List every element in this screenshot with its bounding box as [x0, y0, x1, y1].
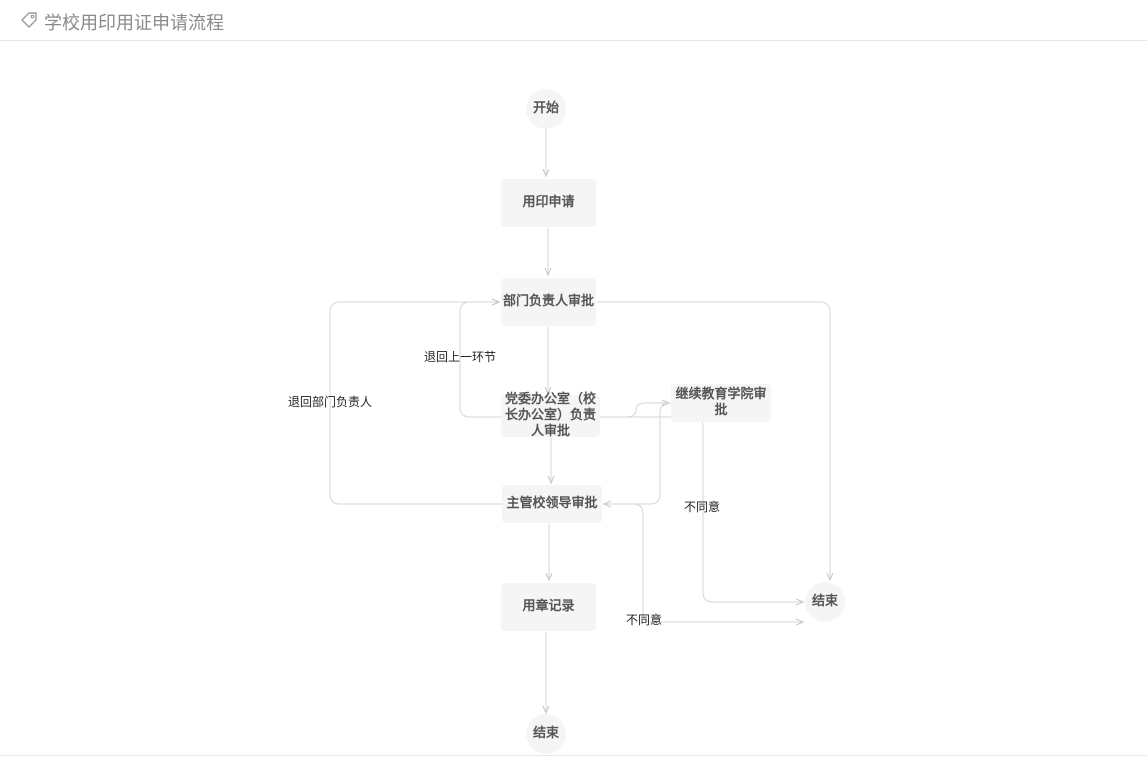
- node-apply[interactable]: 用印申请: [501, 179, 596, 227]
- node-end-bottom[interactable]: 结束: [526, 714, 566, 754]
- edge-continuing-to-leader: [604, 402, 671, 504]
- edge-leader-disagree-to-end: [632, 503, 803, 622]
- node-record[interactable]: 用章记录: [501, 583, 596, 631]
- tag-icon: [21, 12, 37, 28]
- edge-label-back-dept: 退回部门负责人: [288, 395, 373, 409]
- bottom-divider: [0, 755, 1147, 756]
- page-title: 学校用印用证申请流程: [44, 13, 224, 34]
- edge-leader-back-to-dept: [329, 302, 502, 505]
- node-end-right[interactable]: 结束: [805, 582, 845, 622]
- edge-dept-to-end-right: [597, 301, 830, 580]
- node-dept-head[interactable]: 部门负责人审批: [501, 278, 596, 326]
- node-leader[interactable]: 主管校领导审批: [502, 485, 602, 523]
- edge-party-to-continuing: [600, 403, 669, 418]
- edge-party-back-to-dept: [459, 302, 501, 418]
- node-start[interactable]: 开始: [526, 89, 566, 129]
- node-party-office[interactable]: 党委办公室（校长办公室）负责人审批: [501, 392, 600, 439]
- edge-label-back-prev: 退回上一环节: [424, 350, 497, 364]
- edge-label-disagree-2: 不同意: [626, 613, 663, 627]
- edge-label-disagree-1: 不同意: [684, 500, 721, 514]
- page-header: 学校用印用证申请流程: [0, 0, 1147, 41]
- node-continuing-edu[interactable]: 继续教育学院审批: [671, 384, 771, 422]
